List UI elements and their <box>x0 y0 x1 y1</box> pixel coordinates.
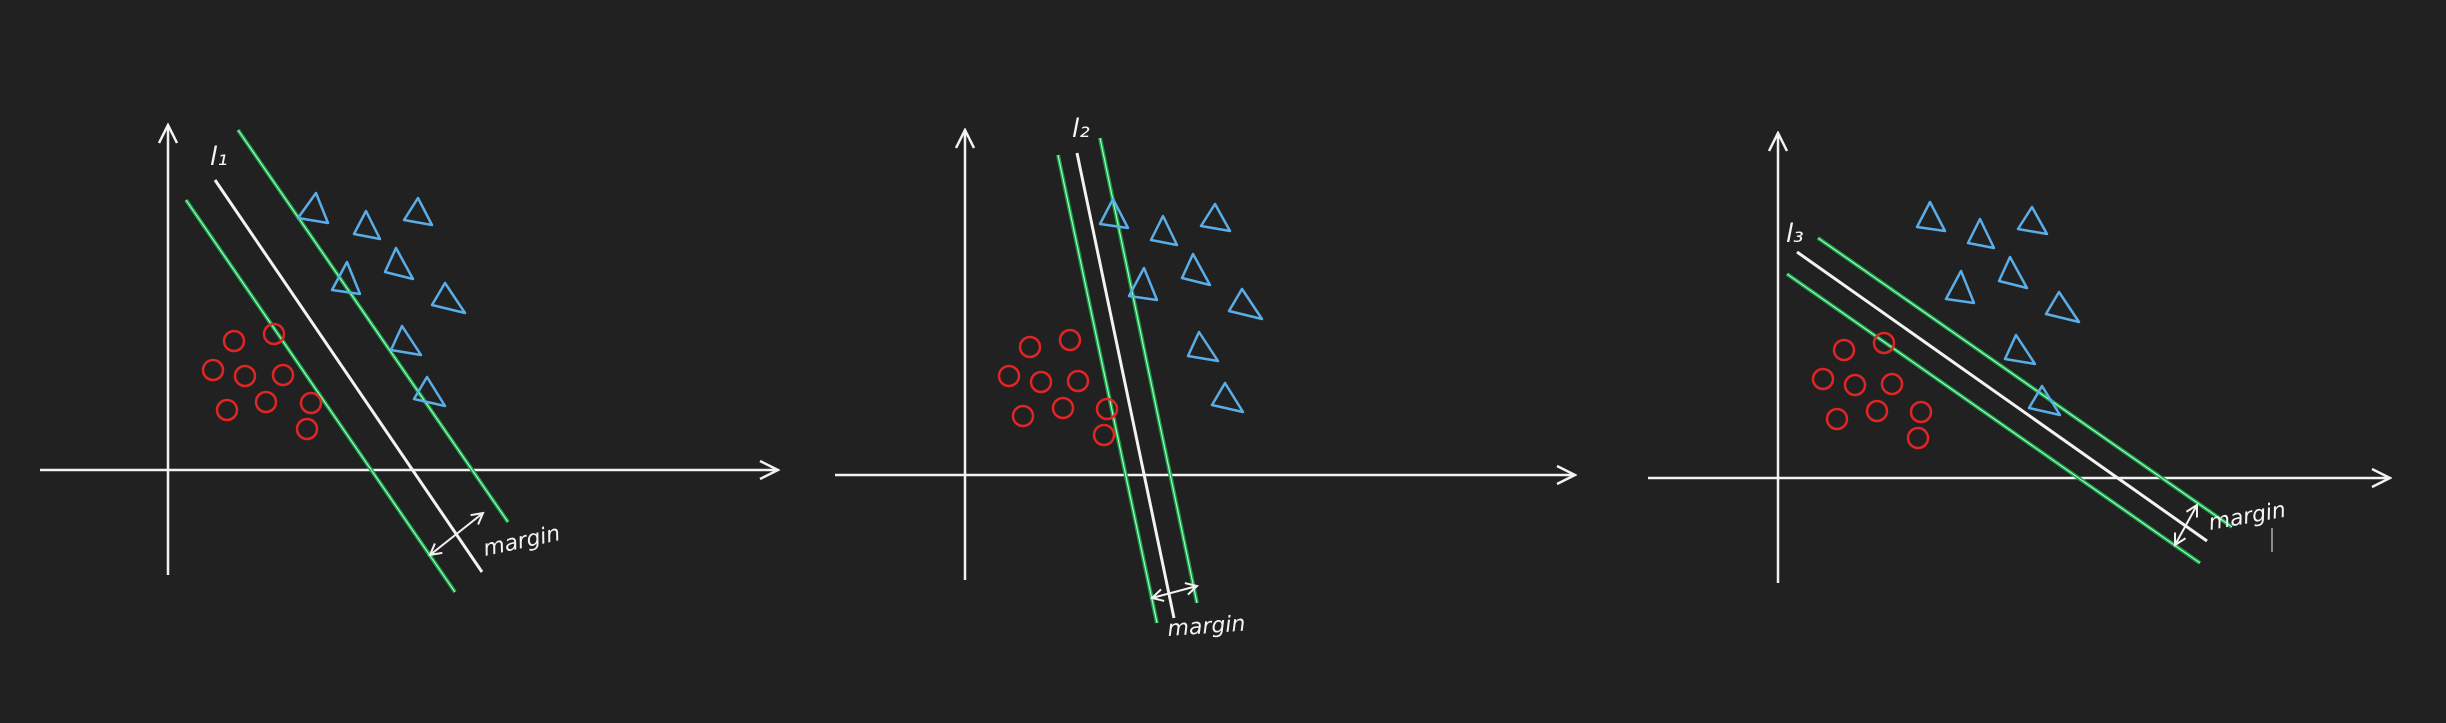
circle-class <box>1811 331 1933 450</box>
triangle-point <box>430 281 467 315</box>
panel-2: l₂ margin <box>835 114 1575 642</box>
circle-point <box>997 364 1021 388</box>
circle-point <box>1880 372 1904 396</box>
triangle-class <box>1915 200 2081 417</box>
triangle-point <box>2003 333 2037 366</box>
circle-point <box>262 322 286 346</box>
circle-point <box>299 391 323 415</box>
circle-point <box>295 417 319 441</box>
margin-line-lower <box>184 198 457 594</box>
margin-line-upper <box>236 128 510 524</box>
circle-point <box>1872 331 1896 355</box>
circle-class <box>201 322 323 441</box>
margin-label: margin <box>2207 498 2288 536</box>
triangle-point <box>352 209 382 241</box>
circle-point <box>201 358 225 382</box>
circle-point <box>1906 426 1930 450</box>
margin-line-upper <box>1816 236 2234 529</box>
margin-arrow <box>430 513 483 555</box>
circle-point <box>1825 407 1849 431</box>
triangle-point <box>1944 269 1976 305</box>
circle-class <box>997 328 1119 447</box>
triangle-point <box>1227 287 1264 321</box>
margin-label: margin <box>1167 612 1247 642</box>
circle-point <box>1092 423 1116 447</box>
circle-point <box>222 329 246 353</box>
margin-arrow <box>1152 586 1197 598</box>
circle-point <box>1029 370 1053 394</box>
circle-point <box>271 363 295 387</box>
circle-point <box>1832 338 1856 362</box>
circle-point <box>1843 373 1867 397</box>
triangle-point <box>1180 252 1212 287</box>
triangle-point <box>389 324 423 357</box>
triangle-point <box>412 375 447 408</box>
triangle-point <box>296 191 330 225</box>
triangle-point <box>1915 200 1947 233</box>
circle-point <box>254 390 278 414</box>
circle-point <box>1865 399 1889 423</box>
triangle-class <box>296 191 467 408</box>
panel-1: l₁ margin <box>40 125 778 594</box>
circle-point <box>1095 397 1119 421</box>
margin-line-lower <box>1785 272 2202 565</box>
triangle-point <box>2016 205 2049 236</box>
triangle-class <box>1098 197 1264 414</box>
triangle-point <box>383 246 415 281</box>
circle-point <box>1811 367 1835 391</box>
line-label: l₁ <box>210 142 228 172</box>
margin-line-upper <box>1098 137 1199 604</box>
triangle-point <box>1098 197 1130 230</box>
triangle-point <box>330 260 362 296</box>
margin-arrow <box>2175 505 2197 545</box>
separating-hyperplane <box>1075 152 1176 619</box>
line-label: l₂ <box>1072 114 1090 144</box>
circle-point <box>1058 328 1082 352</box>
panel-3: l₃ margin <box>1648 133 2390 583</box>
circle-point <box>233 364 257 388</box>
circle-point <box>1909 400 1933 424</box>
circle-point <box>215 398 239 422</box>
circle-point <box>1066 369 1090 393</box>
line-label: l₃ <box>1786 219 1804 249</box>
separating-hyperplane <box>213 179 484 573</box>
circle-point <box>1051 396 1075 420</box>
triangle-point <box>1997 255 2029 290</box>
triangle-point <box>2044 290 2081 324</box>
triangle-point <box>1149 214 1179 247</box>
triangle-point <box>2027 384 2062 417</box>
margin-line-lower <box>1056 154 1159 624</box>
triangle-point <box>1210 381 1245 414</box>
triangle-point <box>1199 202 1232 233</box>
triangle-point <box>402 196 434 227</box>
margin-label: margin <box>481 521 562 562</box>
circle-point <box>1011 404 1035 428</box>
separating-hyperplane <box>1796 250 2208 543</box>
triangle-point <box>1186 330 1220 363</box>
triangle-point <box>1966 217 1996 250</box>
circle-point <box>1018 335 1042 359</box>
triangle-point <box>1127 266 1159 302</box>
